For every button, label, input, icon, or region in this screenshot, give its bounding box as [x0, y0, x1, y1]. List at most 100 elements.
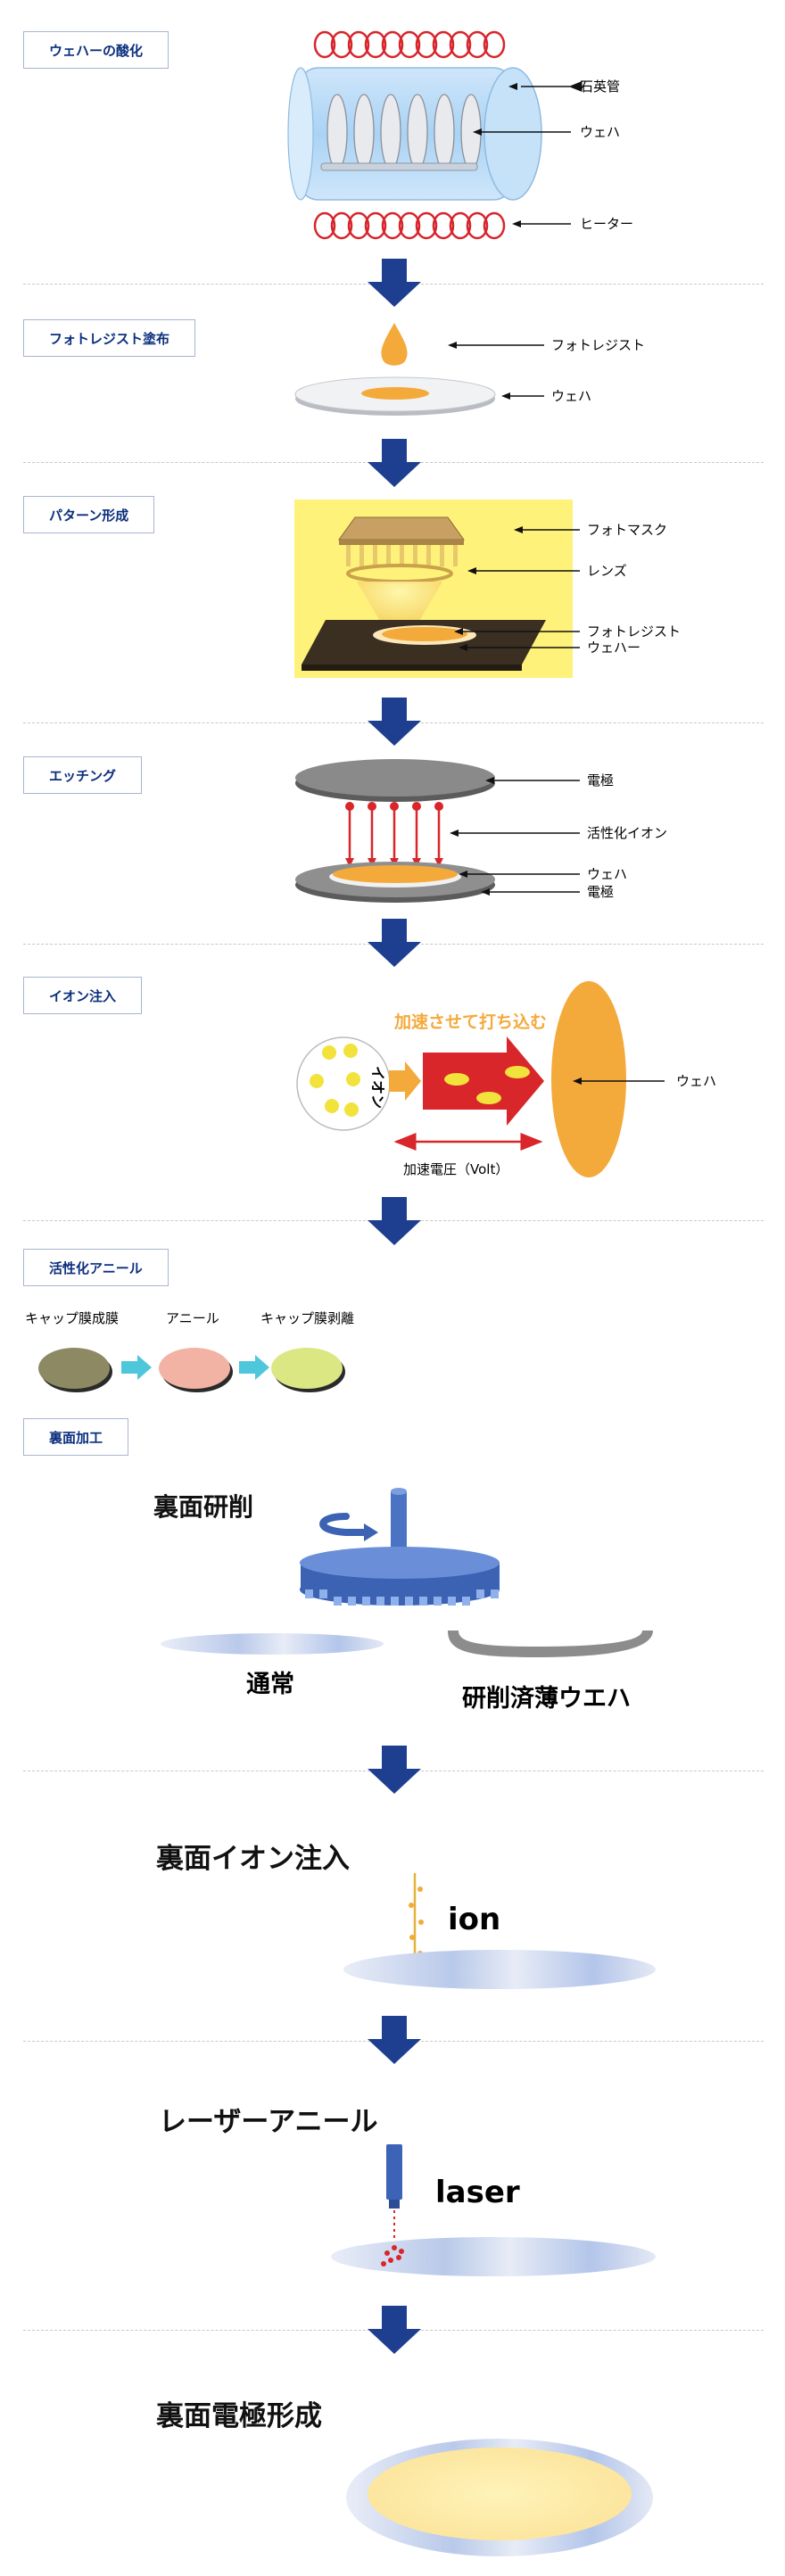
- laser-spot: [392, 2245, 397, 2250]
- photomask-pins: [346, 545, 458, 566]
- wafer-in-tube: [380, 94, 401, 170]
- normal-wafer: [161, 1633, 384, 1655]
- callout-wafer: ウェハ: [587, 866, 627, 882]
- heater-coil-loop: [330, 30, 353, 59]
- grinder-tooth: [405, 1597, 413, 1606]
- heater-coil-bottom: [313, 211, 506, 240]
- callout-arrowhead: [459, 644, 467, 651]
- grinder-shaft-top: [391, 1488, 407, 1495]
- resist-puddle: [361, 387, 429, 400]
- ion-particle: [409, 1935, 415, 1940]
- mask-pin: [346, 545, 351, 566]
- anneal-wafer-capped: [38, 1348, 110, 1389]
- grinder-tooth: [376, 1597, 384, 1606]
- callout-electrode-top: 電極: [587, 772, 614, 788]
- step-label-photoresist: フォトレジスト塗布: [23, 319, 196, 357]
- callout-arrowhead: [454, 628, 463, 635]
- heater-coil-loop: [449, 30, 472, 59]
- ion-dot: [343, 1044, 358, 1058]
- callout-arrowhead: [473, 128, 482, 136]
- wafer-in-tube: [326, 94, 348, 170]
- step-label-implant: イオン注入: [23, 977, 143, 1014]
- heater-coil-loop: [483, 30, 506, 59]
- flow-arrow-down: [368, 259, 421, 307]
- grinder-tooth: [305, 1589, 313, 1598]
- wafer-in-tube: [434, 94, 455, 170]
- callout-arrowhead: [573, 1077, 582, 1085]
- orange-injection-arrow: [389, 1061, 421, 1101]
- heater-coil-loop: [449, 211, 472, 240]
- electrode-layer: [368, 2448, 632, 2540]
- callout-arrowhead: [448, 342, 457, 349]
- implant-diagram: イオン 加速させて打ち込む ウェハ 加速電圧（Volt）: [296, 981, 716, 1177]
- anneal-wafer-stripped: [271, 1348, 343, 1389]
- mask-pin: [386, 545, 391, 566]
- heater-coil-loop: [483, 211, 506, 240]
- grinder-shaft: [391, 1491, 407, 1563]
- grinder-wheel-top: [300, 1547, 500, 1579]
- laser-wafer: [331, 2237, 656, 2276]
- callout-arrowhead: [459, 871, 467, 878]
- callout-resist: フォトレジスト: [551, 337, 645, 353]
- laser-spot: [399, 2249, 404, 2254]
- rotation-arrow: [319, 1513, 373, 1536]
- mask-pin: [400, 545, 404, 566]
- wafer-boat: [320, 162, 478, 171]
- step-label-pattern: パターン形成: [23, 496, 155, 533]
- heater-coil-loop: [313, 211, 336, 240]
- callout-quartz: 石英管: [580, 78, 620, 95]
- laser-spot: [384, 2250, 390, 2256]
- callout-arrowhead: [508, 83, 517, 90]
- ion-dot: [325, 1099, 339, 1113]
- electrode-top: [295, 759, 495, 797]
- grinder-tooth: [448, 1597, 456, 1606]
- heater-coil-loop: [432, 30, 455, 59]
- backside-implant-diagram: ion: [343, 1873, 656, 1989]
- ion-dot: [322, 1045, 336, 1060]
- heater-coil-loop: [330, 211, 353, 240]
- ion-dash: [505, 1066, 530, 1078]
- grinder-tooth: [319, 1589, 327, 1598]
- ion-arrowhead: [345, 858, 354, 867]
- mask-pin: [440, 545, 444, 566]
- heater-coil-loop: [347, 211, 370, 240]
- ion-text: ion: [448, 1902, 500, 1937]
- photomask-plate: [339, 540, 464, 545]
- heater-coil-loop: [364, 30, 387, 59]
- anneal-stage-label: キャップ膜成膜: [25, 1310, 119, 1326]
- laser-anneal-title: レーザーアニール: [159, 2106, 378, 2138]
- heater-coil-loop: [381, 30, 404, 59]
- flow-arrow-down: [368, 2306, 421, 2354]
- heater-coil-loop: [364, 211, 387, 240]
- wafer-stack: [326, 94, 482, 170]
- grinder-tooth: [348, 1597, 356, 1606]
- mask-pin: [373, 545, 377, 566]
- callout-mask: フォトマスク: [587, 522, 667, 538]
- oxidation-diagram: 石英管 ウェハ ヒーター: [287, 30, 633, 240]
- ion-dot: [434, 802, 443, 811]
- ion-dash: [444, 1073, 469, 1086]
- light-cone: [357, 582, 442, 633]
- anneal-step-arrow: [239, 1355, 269, 1380]
- step-label-anneal: 活性化アニール: [23, 1249, 169, 1286]
- wafer-substrate-edge: [302, 665, 522, 671]
- callout-wafer: ウェハ: [676, 1073, 716, 1089]
- heater-coil-loop: [381, 211, 404, 240]
- wafer-resist: [333, 865, 458, 883]
- ion-dot: [345, 802, 354, 811]
- grinder-tooth: [391, 1597, 399, 1606]
- wafer-in-tube: [407, 94, 428, 170]
- callout-wafer: ウェハ: [580, 124, 620, 140]
- callout-lens: レンズ: [587, 563, 627, 579]
- anneal-stage-label: アニール: [166, 1310, 219, 1326]
- ion-dot: [390, 802, 399, 811]
- callout-arrowhead: [481, 888, 490, 896]
- photoresist-diagram: フォトレジスト ウェハ: [294, 323, 645, 416]
- ion-dash: [476, 1092, 501, 1104]
- callout-wafer: ウェハ: [551, 388, 591, 404]
- thinned-label: 研削済薄ウエハ: [462, 1684, 631, 1713]
- accel-label: 加速させて打ち込む: [393, 1011, 547, 1032]
- callout-wafer: ウェハー: [587, 640, 640, 656]
- grinder-tooth: [491, 1589, 499, 1598]
